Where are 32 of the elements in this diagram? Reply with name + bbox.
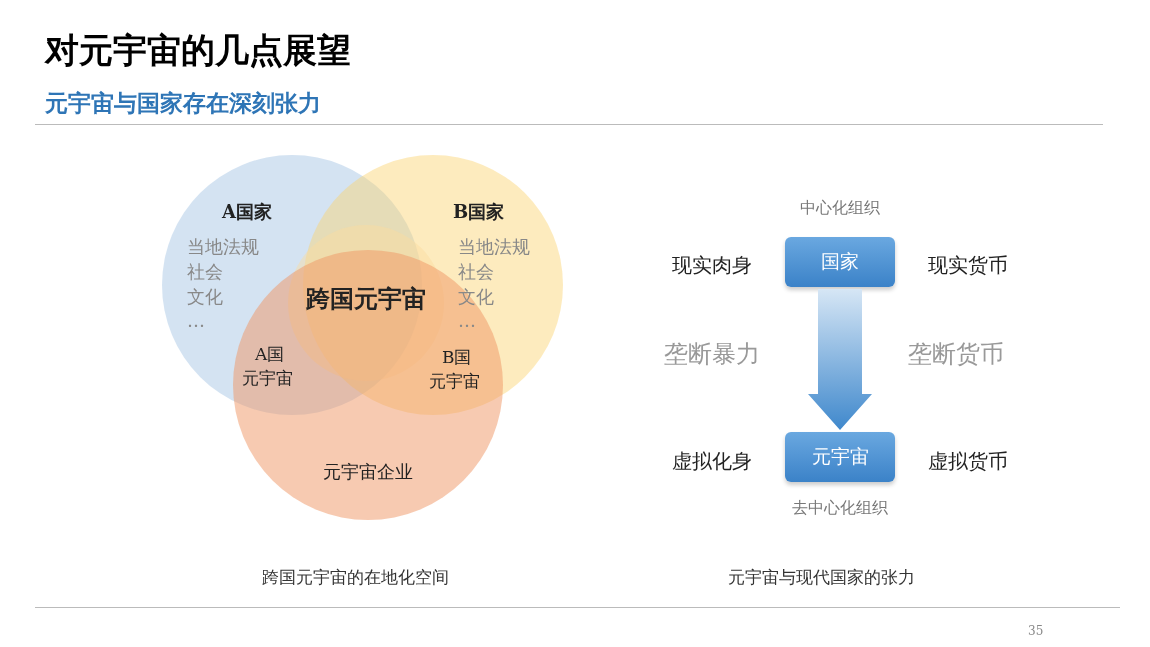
slide-title: 对元宇宙的几点展望 xyxy=(45,29,351,72)
circle-text: 文化 xyxy=(187,285,223,309)
slide-subtitle: 元宇宙与国家存在深刻张力 xyxy=(45,89,321,118)
region-label: B国 xyxy=(442,346,472,369)
circle-label: A国家 xyxy=(222,200,272,224)
circle-text: 当地法规 xyxy=(458,235,530,259)
region-label: 元宇宙 xyxy=(242,367,293,390)
process-box: 元宇宙 xyxy=(785,432,895,482)
circle-text: 社会 xyxy=(187,260,223,284)
circle-text: 社会 xyxy=(458,260,494,284)
circle-label: 跨国元宇宙 xyxy=(305,283,427,315)
side-label: 垄断暴力 xyxy=(664,339,760,370)
circle-text: … xyxy=(458,310,476,331)
box-caption: 中心化组织 xyxy=(799,198,881,219)
region-label: A国 xyxy=(255,343,285,366)
process-box: 国家 xyxy=(785,237,895,287)
side-label: 虚拟化身 xyxy=(672,448,752,475)
circle-label: B国家 xyxy=(453,200,505,224)
circle-text: … xyxy=(187,310,205,331)
circle-text: 当地法规 xyxy=(187,235,259,259)
circle-text: 文化 xyxy=(458,285,494,309)
figure-caption: 跨国元宇宙的在地化空间 xyxy=(262,566,449,589)
side-label: 现实货币 xyxy=(928,252,1008,279)
circle-label: 元宇宙企业 xyxy=(323,460,413,484)
figure-caption: 元宇宙与现代国家的张力 xyxy=(728,566,915,589)
side-label: 垄断货币 xyxy=(908,339,1004,370)
box-caption: 去中心化组织 xyxy=(791,498,889,519)
side-label: 现实肉身 xyxy=(672,252,752,279)
block-arrow xyxy=(808,289,872,430)
page-number: 35 xyxy=(1028,624,1044,638)
region-label: 元宇宙 xyxy=(429,370,480,393)
side-label: 虚拟货币 xyxy=(928,448,1008,475)
